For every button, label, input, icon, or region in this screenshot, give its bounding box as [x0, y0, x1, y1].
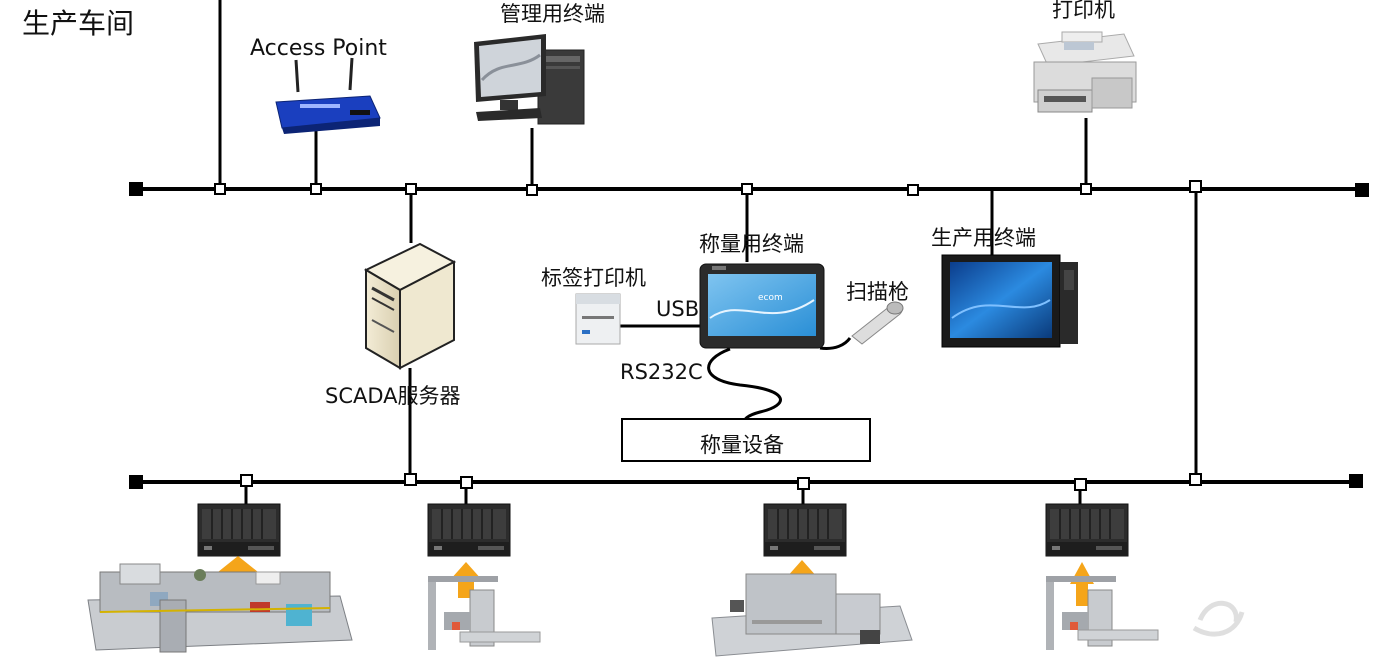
plc-controller-icon — [427, 503, 511, 557]
junction-nodes — [214, 180, 1202, 491]
weighing-equipment-label: 称量设备 — [700, 433, 784, 457]
management-terminal-label: 管理用终端 — [500, 2, 605, 26]
plc-controller-icon — [763, 503, 847, 557]
access-point-label: Access Point — [250, 36, 387, 61]
svg-text:ecom: ecom — [758, 293, 783, 303]
plc-controller-icon — [197, 503, 281, 557]
panel-pc-icon — [941, 254, 1078, 348]
scanner-label: 扫描枪 — [846, 280, 909, 304]
office-printer-icon — [1033, 31, 1137, 113]
usb-link-label: USB — [656, 297, 700, 321]
rugged-tablet-icon: ecom — [699, 263, 825, 349]
label-printer-label: 标签打印机 — [541, 266, 646, 290]
desktop-computer-icon — [474, 34, 585, 125]
upload-arrow-icon — [218, 556, 1094, 606]
production-machine-icon — [428, 576, 541, 650]
production-machine-icon — [1046, 576, 1159, 650]
page-title: 生产车间 — [22, 7, 135, 40]
wifi-router-icon — [275, 57, 381, 134]
rs232c-link-label: RS232C — [620, 360, 703, 384]
server-tower-icon — [363, 242, 457, 370]
weighing-terminal-label: 称量用终端 — [699, 232, 804, 256]
plc-controller-icon — [1045, 503, 1129, 557]
label-printer-icon — [575, 293, 621, 345]
production-machine-icon — [87, 563, 353, 653]
weighing-equipment-box — [621, 418, 871, 462]
printer-label: 打印机 — [1052, 0, 1115, 22]
swirl-logo — [1192, 600, 1245, 637]
production-machine-icon — [711, 573, 913, 657]
bottom-network-bus — [129, 474, 1363, 489]
scada-server-label: SCADA服务器 — [325, 384, 461, 408]
production-terminal-label: 生产用终端 — [931, 226, 1036, 250]
barcode-scanner-icon — [851, 301, 904, 345]
